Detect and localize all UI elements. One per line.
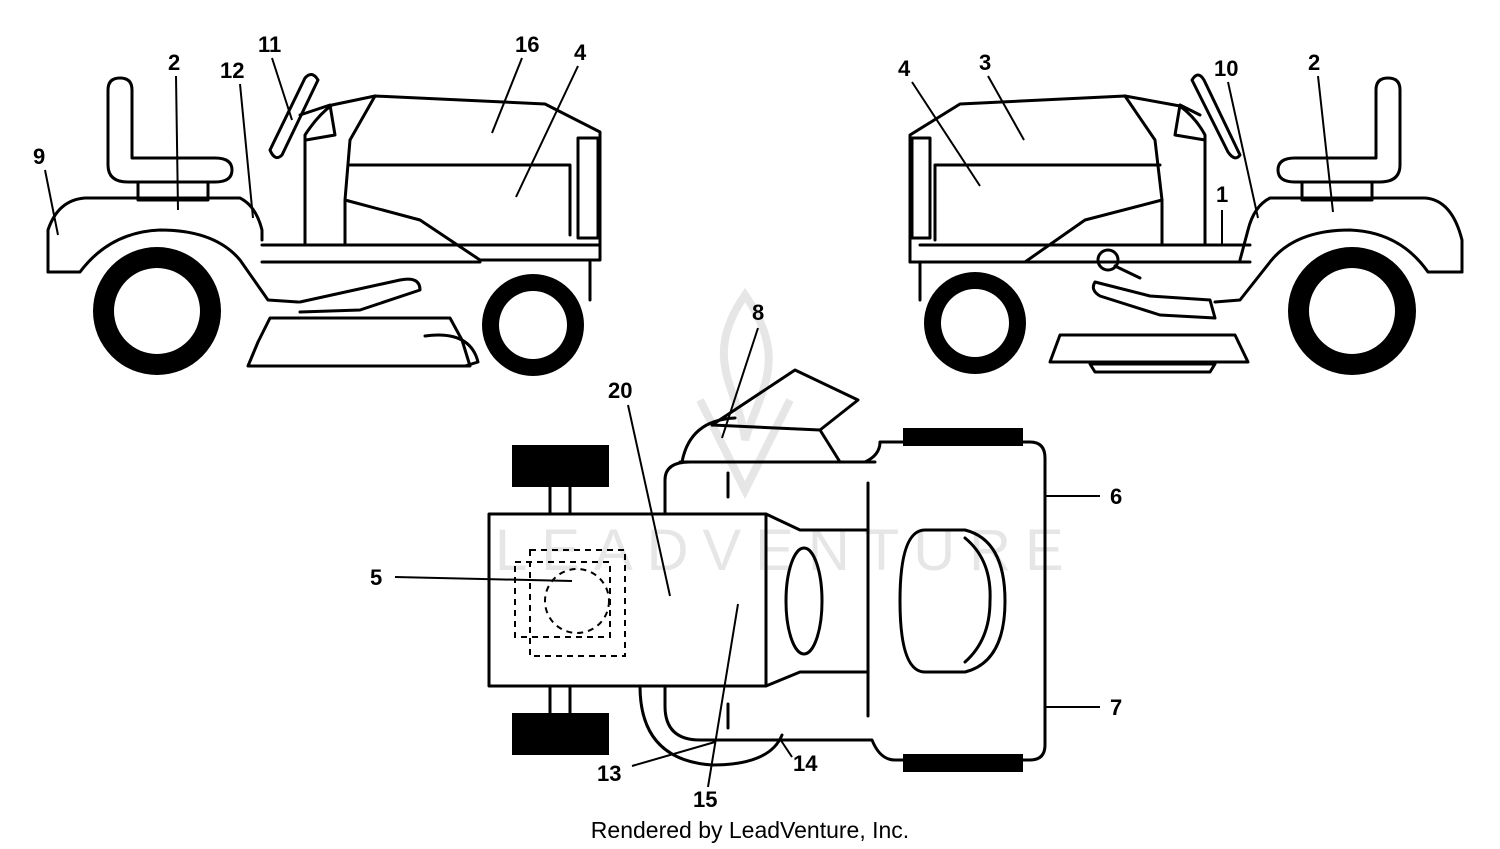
decal-area-outer	[514, 561, 611, 638]
callout-13: 13	[597, 761, 621, 786]
top-view-callouts: 8 20 6 5 7 13 14 15	[370, 300, 1122, 812]
rear-fender	[46, 196, 264, 274]
decal-area-inner	[529, 549, 626, 657]
rear-wheel-bottom	[903, 754, 1023, 772]
front-wheel-rim	[499, 291, 567, 359]
callout-1: 1	[1216, 182, 1228, 207]
callout-4: 4	[574, 40, 587, 65]
steering-wheel-top	[784, 546, 824, 656]
steering-wheel	[268, 73, 320, 160]
discharge-chute	[710, 368, 860, 464]
callout-4: 4	[898, 56, 911, 81]
callout-12: 12	[220, 58, 244, 83]
callout-6: 6	[1110, 484, 1122, 509]
rear-wheel-rim	[114, 268, 200, 354]
steering-wheel	[1190, 73, 1242, 160]
grille	[910, 136, 932, 240]
callout-5: 5	[370, 565, 382, 590]
hood-line	[1123, 94, 1164, 202]
fender-arch	[46, 228, 300, 304]
chassis-body	[663, 440, 1047, 762]
hood-line	[343, 94, 377, 202]
tractor-right-side-view: 4 3 10 2 1	[898, 50, 1464, 375]
callout-8: 8	[752, 300, 764, 325]
hood	[303, 94, 602, 262]
ignition-key-stem	[1113, 264, 1142, 280]
fender-arch	[1213, 228, 1464, 304]
steering-column	[1173, 103, 1207, 142]
tractor-top-view: 8 20 6 5 7 13 14 15	[370, 300, 1122, 812]
callout-11: 11	[258, 32, 281, 57]
tractor-left-side-view: 9 2 12 11 16 4	[33, 32, 602, 376]
front-wheel-top	[512, 445, 609, 487]
foot-pedal	[1091, 280, 1217, 320]
callout-7: 7	[1110, 695, 1122, 720]
callout-2: 2	[168, 50, 180, 75]
hood	[908, 94, 1207, 264]
callout-16: 16	[515, 32, 539, 57]
seat-back-line	[963, 536, 992, 664]
foot-pedal	[298, 277, 422, 314]
callout-20: 20	[608, 378, 632, 403]
front-wheel-bottom	[512, 713, 609, 755]
gas-cap-outline	[544, 568, 610, 634]
hood-taper	[764, 512, 870, 688]
rear-wheel-rim	[1309, 268, 1395, 354]
deck-chute	[423, 333, 480, 368]
callout-15: 15	[693, 787, 717, 812]
grille	[576, 136, 600, 240]
watermark-text: LEADVENTURE	[495, 518, 1078, 583]
hood-top	[487, 512, 768, 688]
right-view-callouts: 4 3 10 2 1	[898, 50, 1334, 245]
hood-side	[933, 163, 1162, 242]
hood-side	[348, 163, 572, 237]
front-wheel-rim	[941, 289, 1009, 357]
steering-column	[298, 103, 337, 142]
seat-base	[1300, 180, 1374, 202]
left-view-callouts: 9 2 12 11 16 4	[33, 32, 587, 236]
callout-2: 2	[1308, 50, 1320, 75]
seat-base	[136, 180, 210, 202]
hood-lower	[908, 198, 1164, 264]
seat-back	[106, 76, 234, 184]
frame	[260, 243, 602, 302]
deck-bottom	[1088, 362, 1217, 374]
callout-14: 14	[793, 751, 818, 776]
ignition-key-icon	[1096, 248, 1120, 272]
frame	[918, 243, 1252, 302]
callout-10: 10	[1214, 56, 1238, 81]
mower-deck	[246, 316, 472, 368]
flame-logo-mark	[696, 287, 794, 499]
rear-fender	[1238, 196, 1464, 274]
seat-back	[1276, 76, 1402, 184]
callout-9: 9	[33, 144, 45, 169]
seat-top	[898, 528, 1007, 674]
footer-credit: Rendered by LeadVenture, Inc.	[591, 817, 909, 843]
callout-3: 3	[979, 50, 991, 75]
mower-deck	[1048, 333, 1250, 364]
